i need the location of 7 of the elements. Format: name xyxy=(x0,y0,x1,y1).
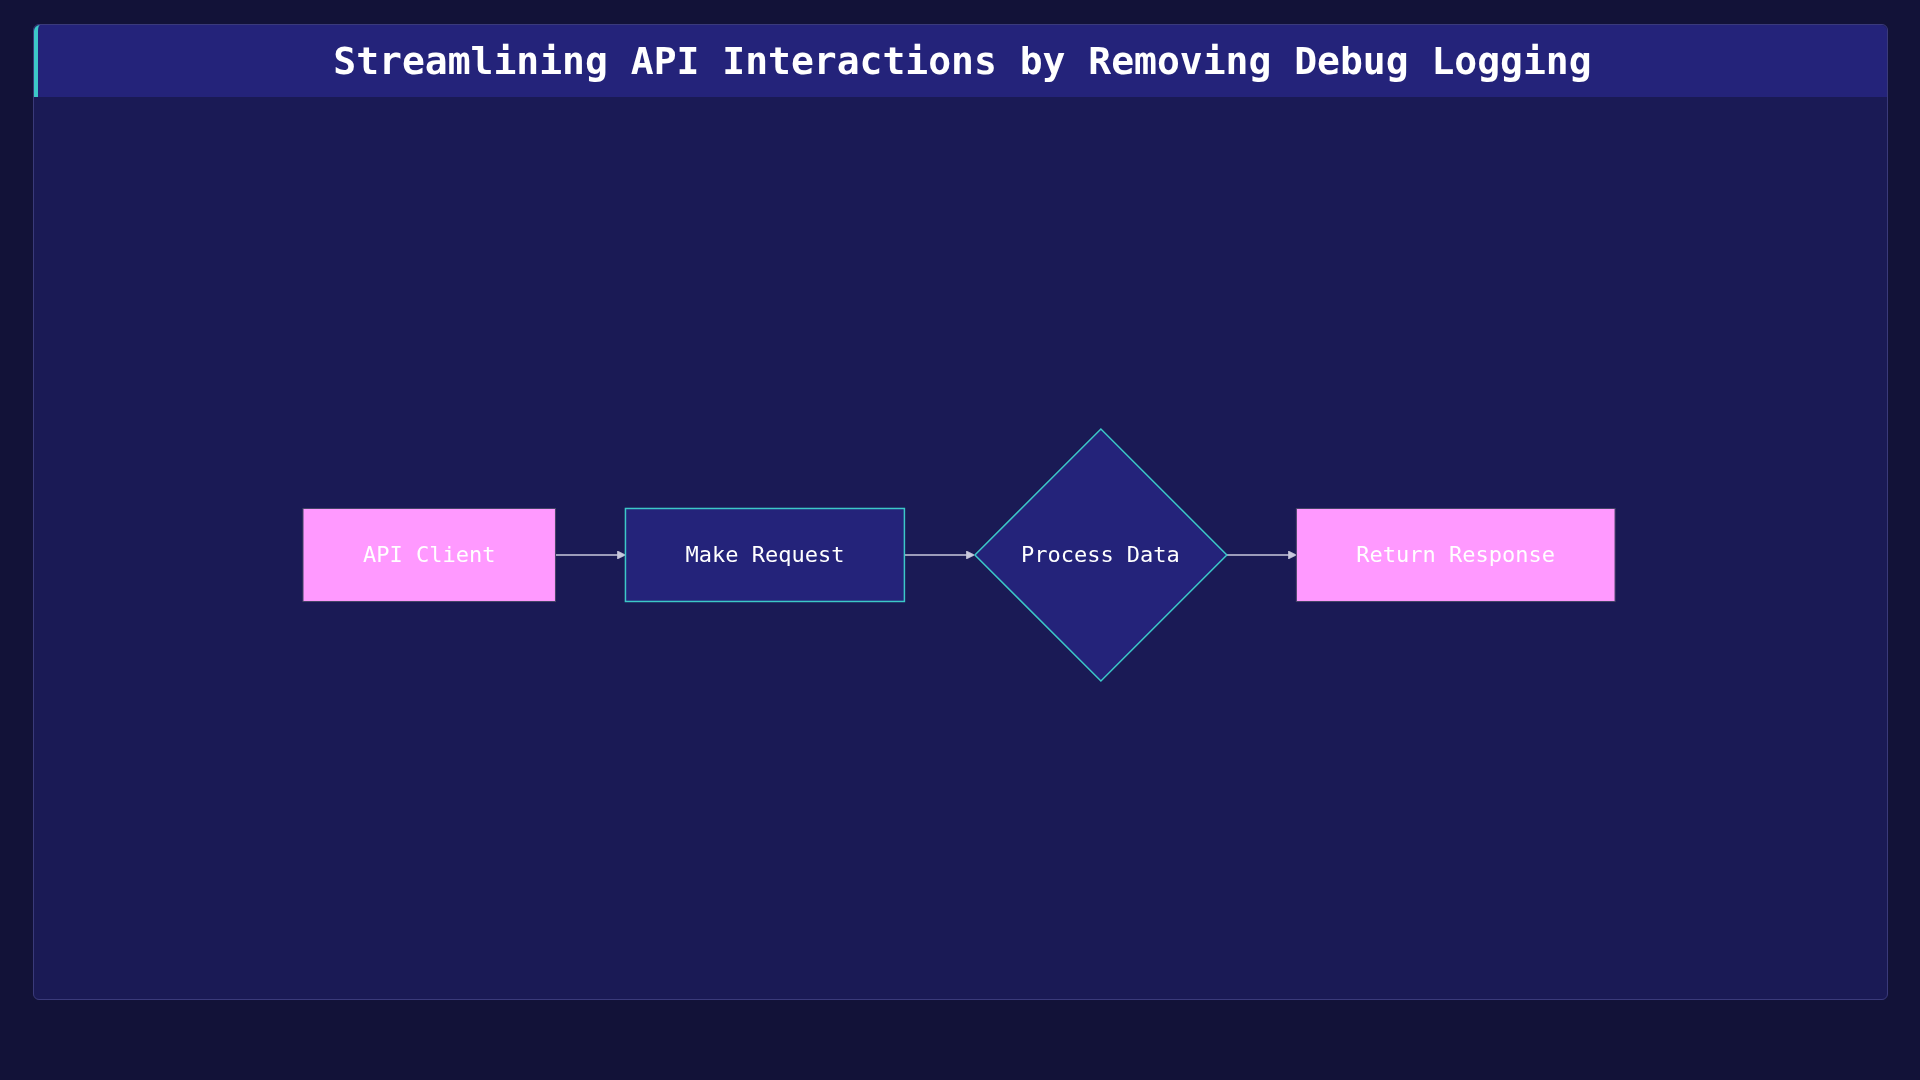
node-diamond: Process Data xyxy=(973,427,1228,683)
diagram-title: Streamlining API Interactions by Removing Debug Logging xyxy=(34,25,1887,97)
node-box: Return Response xyxy=(1295,508,1616,602)
node-box: API Client xyxy=(302,508,556,602)
arrow xyxy=(1225,550,1297,560)
arrow xyxy=(554,550,626,560)
node-box: Make Request xyxy=(624,507,906,603)
